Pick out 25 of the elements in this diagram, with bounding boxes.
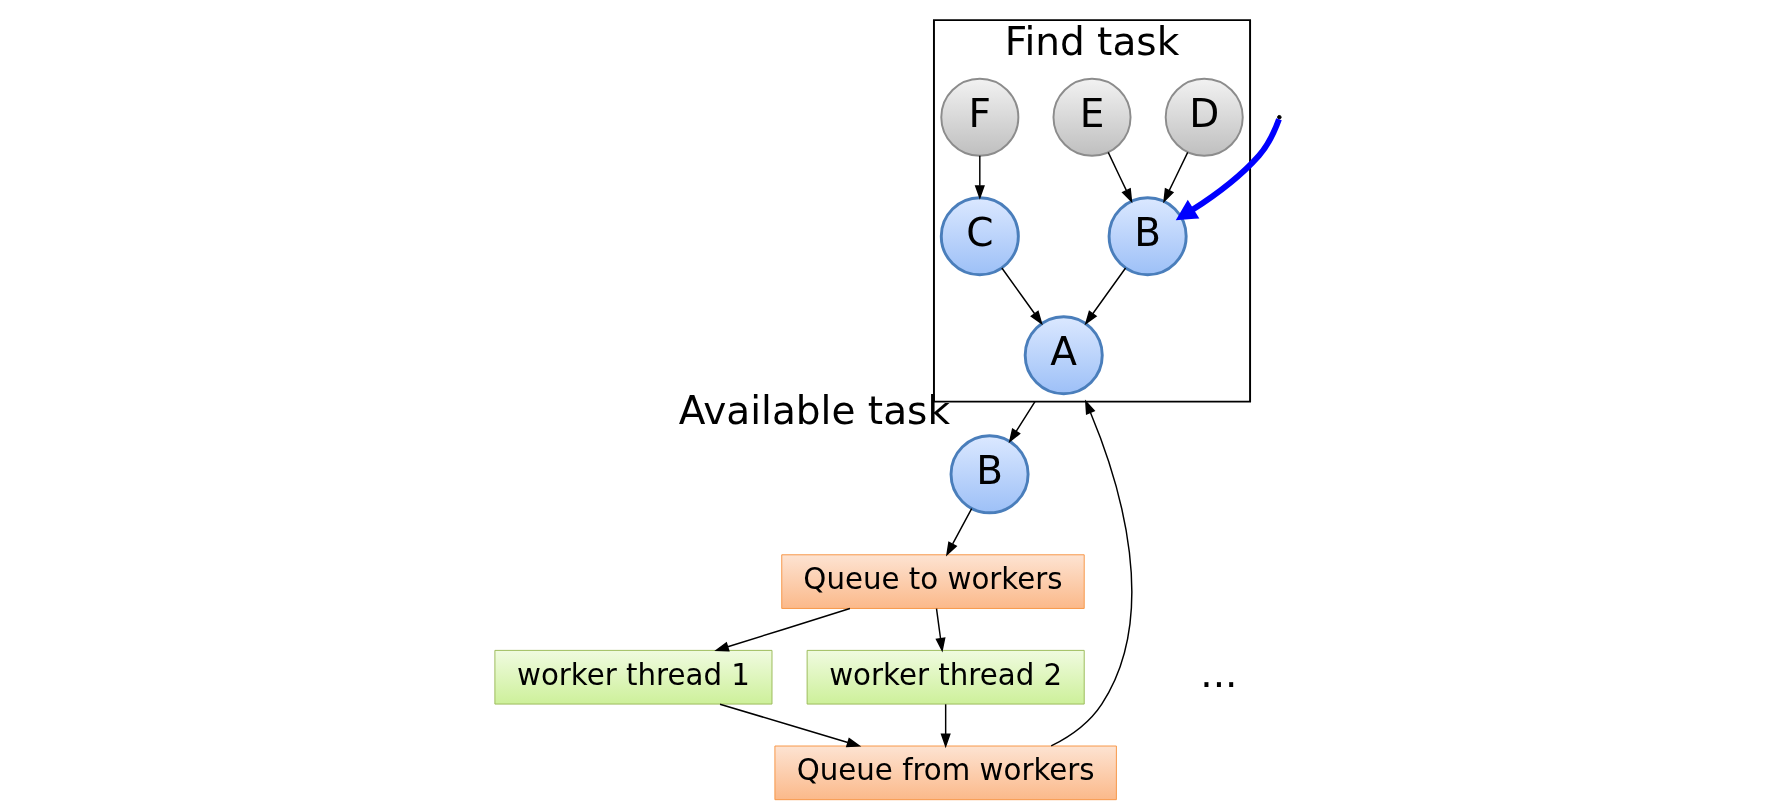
node-circle: E xyxy=(1052,77,1132,157)
arrow xyxy=(974,155,985,200)
arrow xyxy=(1175,118,1282,221)
node-box: Queue from workers xyxy=(774,745,1117,801)
arrow xyxy=(1163,151,1189,204)
node-circle: C xyxy=(939,196,1020,277)
node-circle: B xyxy=(1107,196,1188,277)
node-circle: F xyxy=(940,77,1020,157)
arrow xyxy=(935,607,946,653)
arrow xyxy=(1050,399,1133,747)
node-box: worker thread 1 xyxy=(494,649,773,705)
arrow xyxy=(719,703,862,748)
arrow xyxy=(945,507,973,557)
arrow xyxy=(1008,400,1036,444)
node-box: Queue to workers xyxy=(781,554,1085,609)
node-circle: D xyxy=(1164,77,1244,157)
arrow xyxy=(940,703,951,749)
node-box: worker thread 2 xyxy=(806,649,1085,705)
arrow xyxy=(1001,267,1043,326)
arrow xyxy=(1107,151,1133,204)
node-circle: B xyxy=(949,434,1030,515)
label: ... xyxy=(1200,650,1238,696)
node-circle: A xyxy=(1023,315,1104,396)
arrow xyxy=(714,607,851,652)
arrow xyxy=(1084,267,1127,326)
